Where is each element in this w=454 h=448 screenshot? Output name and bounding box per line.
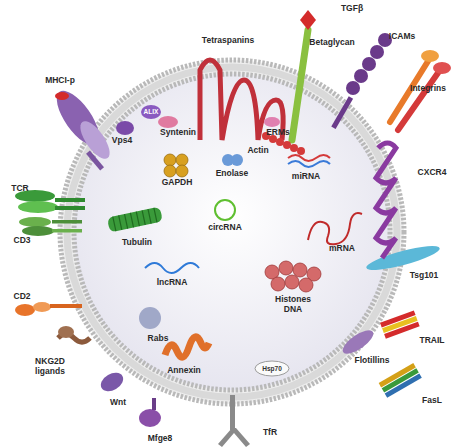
tsg101-protein	[364, 241, 441, 274]
histone-dna	[265, 261, 321, 292]
alix-protein	[141, 105, 161, 119]
syntenin-protein	[158, 116, 178, 128]
molecule-label: TRAIL	[419, 335, 444, 345]
molecule-label: CD2	[13, 291, 30, 301]
molecule-label: Mfge8	[148, 433, 173, 443]
tubulin-filament	[107, 207, 163, 233]
fasl-protein	[379, 363, 422, 398]
betaglycan-protein	[292, 10, 316, 140]
molecule-label: TfR	[263, 427, 277, 437]
molecule-label: Tsg101	[410, 270, 439, 280]
tcr-receptor	[15, 190, 85, 213]
molecule-label: Wnt	[110, 397, 126, 407]
outer-leaflet	[60, 60, 404, 404]
molecule-label: NKG2D ligands	[27, 356, 73, 376]
molecule-label: Betaglycan	[309, 37, 354, 47]
cxcr4-receptor	[376, 143, 396, 258]
molecule-label: ERMs	[266, 127, 290, 137]
molecule-label: TCR	[11, 183, 28, 193]
mirna-strands	[288, 155, 330, 167]
molecule-label: CD3	[13, 235, 30, 245]
gapdh-protein	[164, 154, 188, 177]
molecule-label: Actin	[247, 145, 268, 155]
rab-protein	[139, 307, 161, 329]
molecule-label: ALIX	[144, 107, 159, 117]
molecule-label: Syntenin	[160, 127, 196, 137]
circrna-ring	[215, 200, 235, 220]
molecule-label: TGFβ	[341, 3, 363, 13]
node-label: Hsp70	[254, 360, 290, 377]
protein-oval: Hsp70	[254, 360, 290, 377]
transferrin-receptor	[218, 395, 250, 447]
enolase-protein	[222, 154, 243, 166]
molecule-label: circRNA	[208, 222, 242, 232]
molecule-label: Enolase	[216, 168, 249, 178]
molecule-label: Histones DNA	[273, 294, 313, 314]
molecule-label: Vps4	[112, 135, 132, 145]
vps4-protein	[116, 121, 134, 135]
mrna-strand	[308, 213, 362, 244]
molecule-label: miRNA	[292, 171, 320, 181]
mhc-protein	[49, 84, 115, 170]
inner-leaflet	[74, 74, 390, 390]
wnt-protein	[98, 369, 127, 395]
molecule-label: Integrins	[410, 83, 446, 93]
integrin-receptor	[390, 50, 451, 130]
lipid-tails	[67, 67, 397, 397]
molecule-label: GAPDH	[162, 177, 193, 187]
molecule-label: Annexin	[167, 365, 201, 375]
molecule-label: lncRNA	[157, 277, 188, 287]
cd2-protein	[15, 302, 82, 316]
nkg2d-ligand	[58, 326, 90, 342]
molecule-label: MHCI-p	[45, 75, 75, 85]
molecule-label: Flotillins	[355, 355, 390, 365]
flotillin-protein	[339, 326, 377, 358]
molecule-label: FasL	[422, 395, 442, 405]
molecule-label: Tetraspanins	[202, 35, 254, 45]
molecule-label: CXCR4	[418, 167, 447, 177]
mfge8-protein	[139, 398, 161, 427]
cd3-complex	[19, 217, 82, 236]
molecule-label: Rabs	[148, 333, 169, 343]
molecule-label: Tubulin	[122, 237, 152, 247]
erm-protein	[264, 117, 280, 127]
molecule-label: mRNA	[329, 243, 355, 253]
annexin-protein	[165, 337, 209, 357]
molecule-label: ICAMs	[389, 31, 415, 41]
lncrna-strand	[145, 263, 199, 273]
icam-protein	[331, 33, 392, 129]
trail-protein	[380, 310, 420, 338]
